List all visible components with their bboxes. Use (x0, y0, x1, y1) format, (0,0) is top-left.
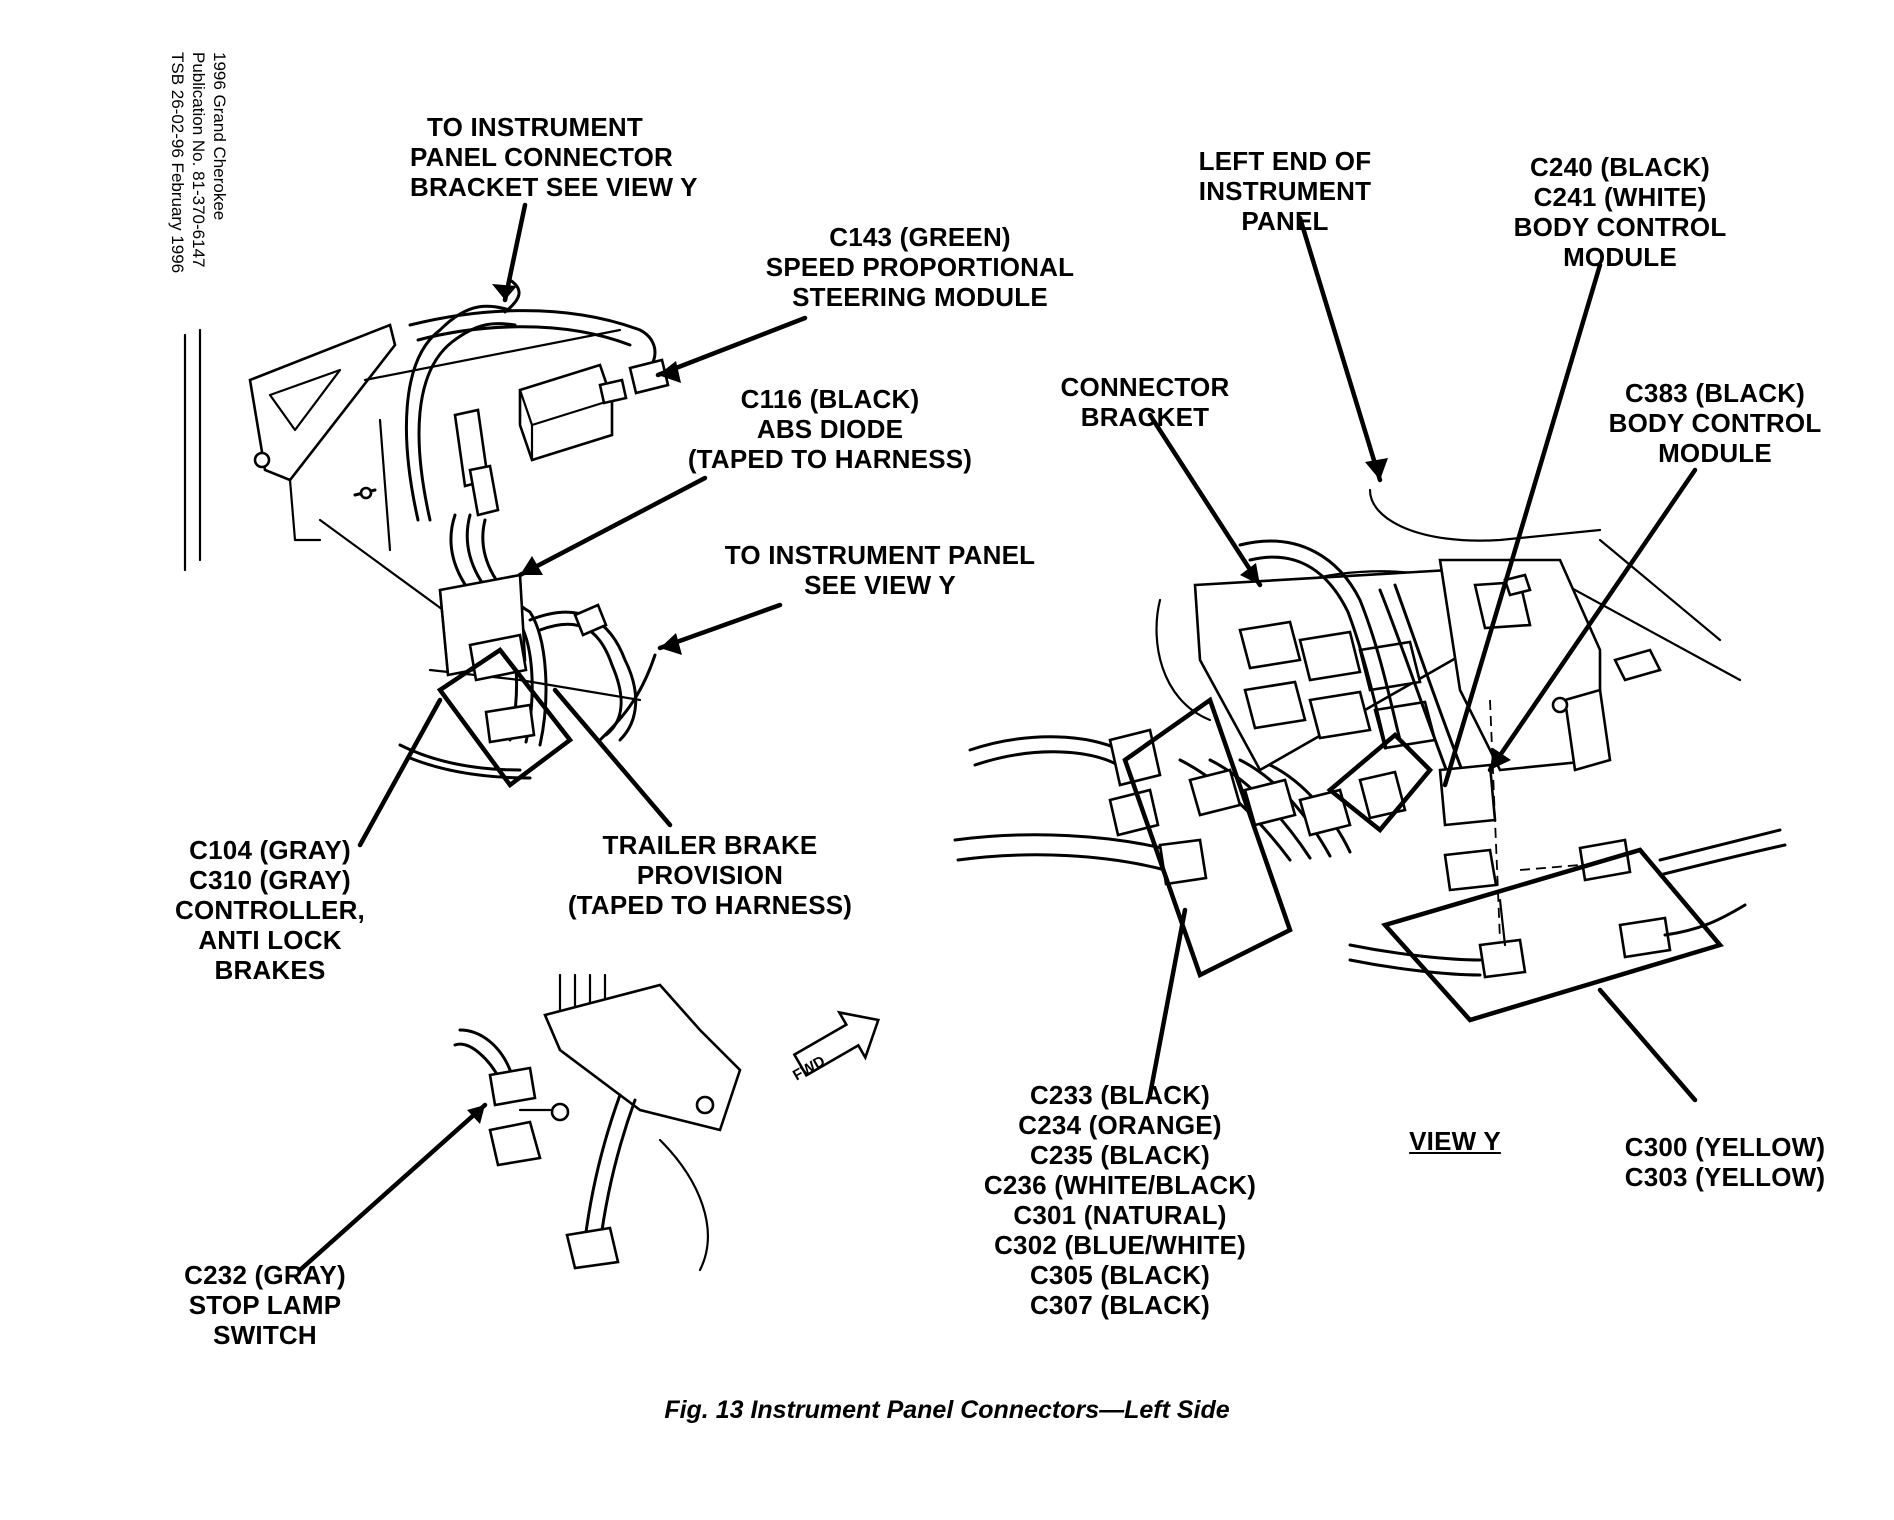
label-line: BRACKET SEE VIEW Y (410, 172, 698, 202)
label-line: C235 (BLACK) (1029, 1140, 1211, 1170)
label-c116: C116 (BLACK) ABS DIODE (TAPED TO HARNESS… (680, 384, 980, 474)
label-line: PANEL (1241, 206, 1329, 236)
label-line: MODULE (1658, 438, 1772, 468)
label-connector-bracket: CONNECTOR BRACKET (1045, 372, 1245, 432)
label-line: TO INSTRUMENT PANEL (724, 540, 1036, 570)
label-line: BRAKES (214, 955, 326, 985)
label-c383: C383 (BLACK) BODY CONTROL MODULE (1590, 378, 1840, 468)
label-line: PANEL CONNECTOR (410, 142, 674, 172)
label-line: (TAPED TO HARNESS) (567, 890, 853, 920)
label-c300-c303: C300 (YELLOW) C303 (YELLOW) (1610, 1132, 1840, 1192)
label-line: C143 (GREEN) (829, 222, 1011, 252)
label-line: PROVISION (636, 860, 784, 890)
label-line: C232 (GRAY) (184, 1260, 346, 1290)
label-line: SEE VIEW Y (804, 570, 956, 600)
label-c104-c310: C104 (GRAY) C310 (GRAY) CONTROLLER, ANTI… (160, 835, 380, 985)
label-c232: C232 (GRAY) STOP LAMP SWITCH (160, 1260, 370, 1350)
label-line: STEERING MODULE (792, 282, 1048, 312)
fwd-arrow (792, 1010, 881, 1078)
label-line: INSTRUMENT (1198, 176, 1372, 206)
label-line: CONTROLLER, (175, 895, 365, 925)
label-c240-c241: C240 (BLACK) C241 (WHITE) BODY CONTROL M… (1500, 152, 1740, 272)
label-c233-group: C233 (BLACK) C234 (ORANGE) C235 (BLACK) … (970, 1080, 1270, 1320)
label-line: C300 (YELLOW) (1624, 1132, 1826, 1162)
label-to-ip-view-y: TO INSTRUMENT PANEL SEE VIEW Y (720, 540, 1040, 600)
label-c143: C143 (GREEN) SPEED PROPORTIONAL STEERING… (760, 222, 1080, 312)
label-line: SWITCH (213, 1320, 317, 1350)
label-line: MODULE (1563, 242, 1677, 272)
label-line: C305 (BLACK) (1029, 1260, 1211, 1290)
stop-lamp-assembly (297, 973, 742, 1273)
label-line: C236 (WHITE/BLACK) (983, 1170, 1257, 1200)
label-line: LEFT END OF (1198, 146, 1372, 176)
label-line: C303 (YELLOW) (1624, 1162, 1826, 1192)
label-line: (TAPED TO HARNESS) (687, 444, 973, 474)
label-line: C240 (BLACK) (1529, 152, 1711, 182)
label-line: CONNECTOR (1060, 372, 1230, 402)
label-line: C116 (BLACK) (740, 384, 920, 414)
label-line: C302 (BLUE/WHITE) (994, 1230, 1246, 1260)
label-trailer-brake: TRAILER BRAKE PROVISION (TAPED TO HARNES… (560, 830, 860, 920)
view-y-title: VIEW Y (1409, 1126, 1501, 1156)
label-left-end-ip: LEFT END OF INSTRUMENT PANEL (1170, 146, 1400, 236)
label-line: C307 (BLACK) (1029, 1290, 1211, 1320)
label-line: C104 (GRAY) (189, 835, 351, 865)
label-line: BODY CONTROL (1513, 212, 1727, 242)
label-line: BODY CONTROL (1608, 408, 1822, 438)
left-harness-assembly (183, 202, 808, 848)
label-line: ANTI LOCK (198, 925, 342, 955)
label-line: BRACKET (1080, 402, 1210, 432)
figure-caption: Fig. 13 Instrument Panel Connectors—Left… (664, 1396, 1230, 1424)
label-line: C241 (WHITE) (1533, 182, 1707, 212)
label-line: C234 (ORANGE) (1018, 1110, 1222, 1140)
label-line: TRAILER BRAKE (602, 830, 818, 860)
label-line: SPEED PROPORTIONAL (765, 252, 1075, 282)
label-line: STOP LAMP (188, 1290, 342, 1320)
view-y-assembly (953, 215, 1787, 1103)
label-line: C310 (GRAY) (189, 865, 351, 895)
label-line: C301 (NATURAL) (1013, 1200, 1227, 1230)
label-to-ip-connector-bracket: TO INSTRUMENT PANEL CONNECTOR BRACKET SE… (410, 112, 698, 202)
label-line: ABS DIODE (756, 414, 904, 444)
label-line: C383 (BLACK) (1624, 378, 1806, 408)
label-line: TO INSTRUMENT (427, 112, 643, 142)
label-line: C233 (BLACK) (1029, 1080, 1211, 1110)
